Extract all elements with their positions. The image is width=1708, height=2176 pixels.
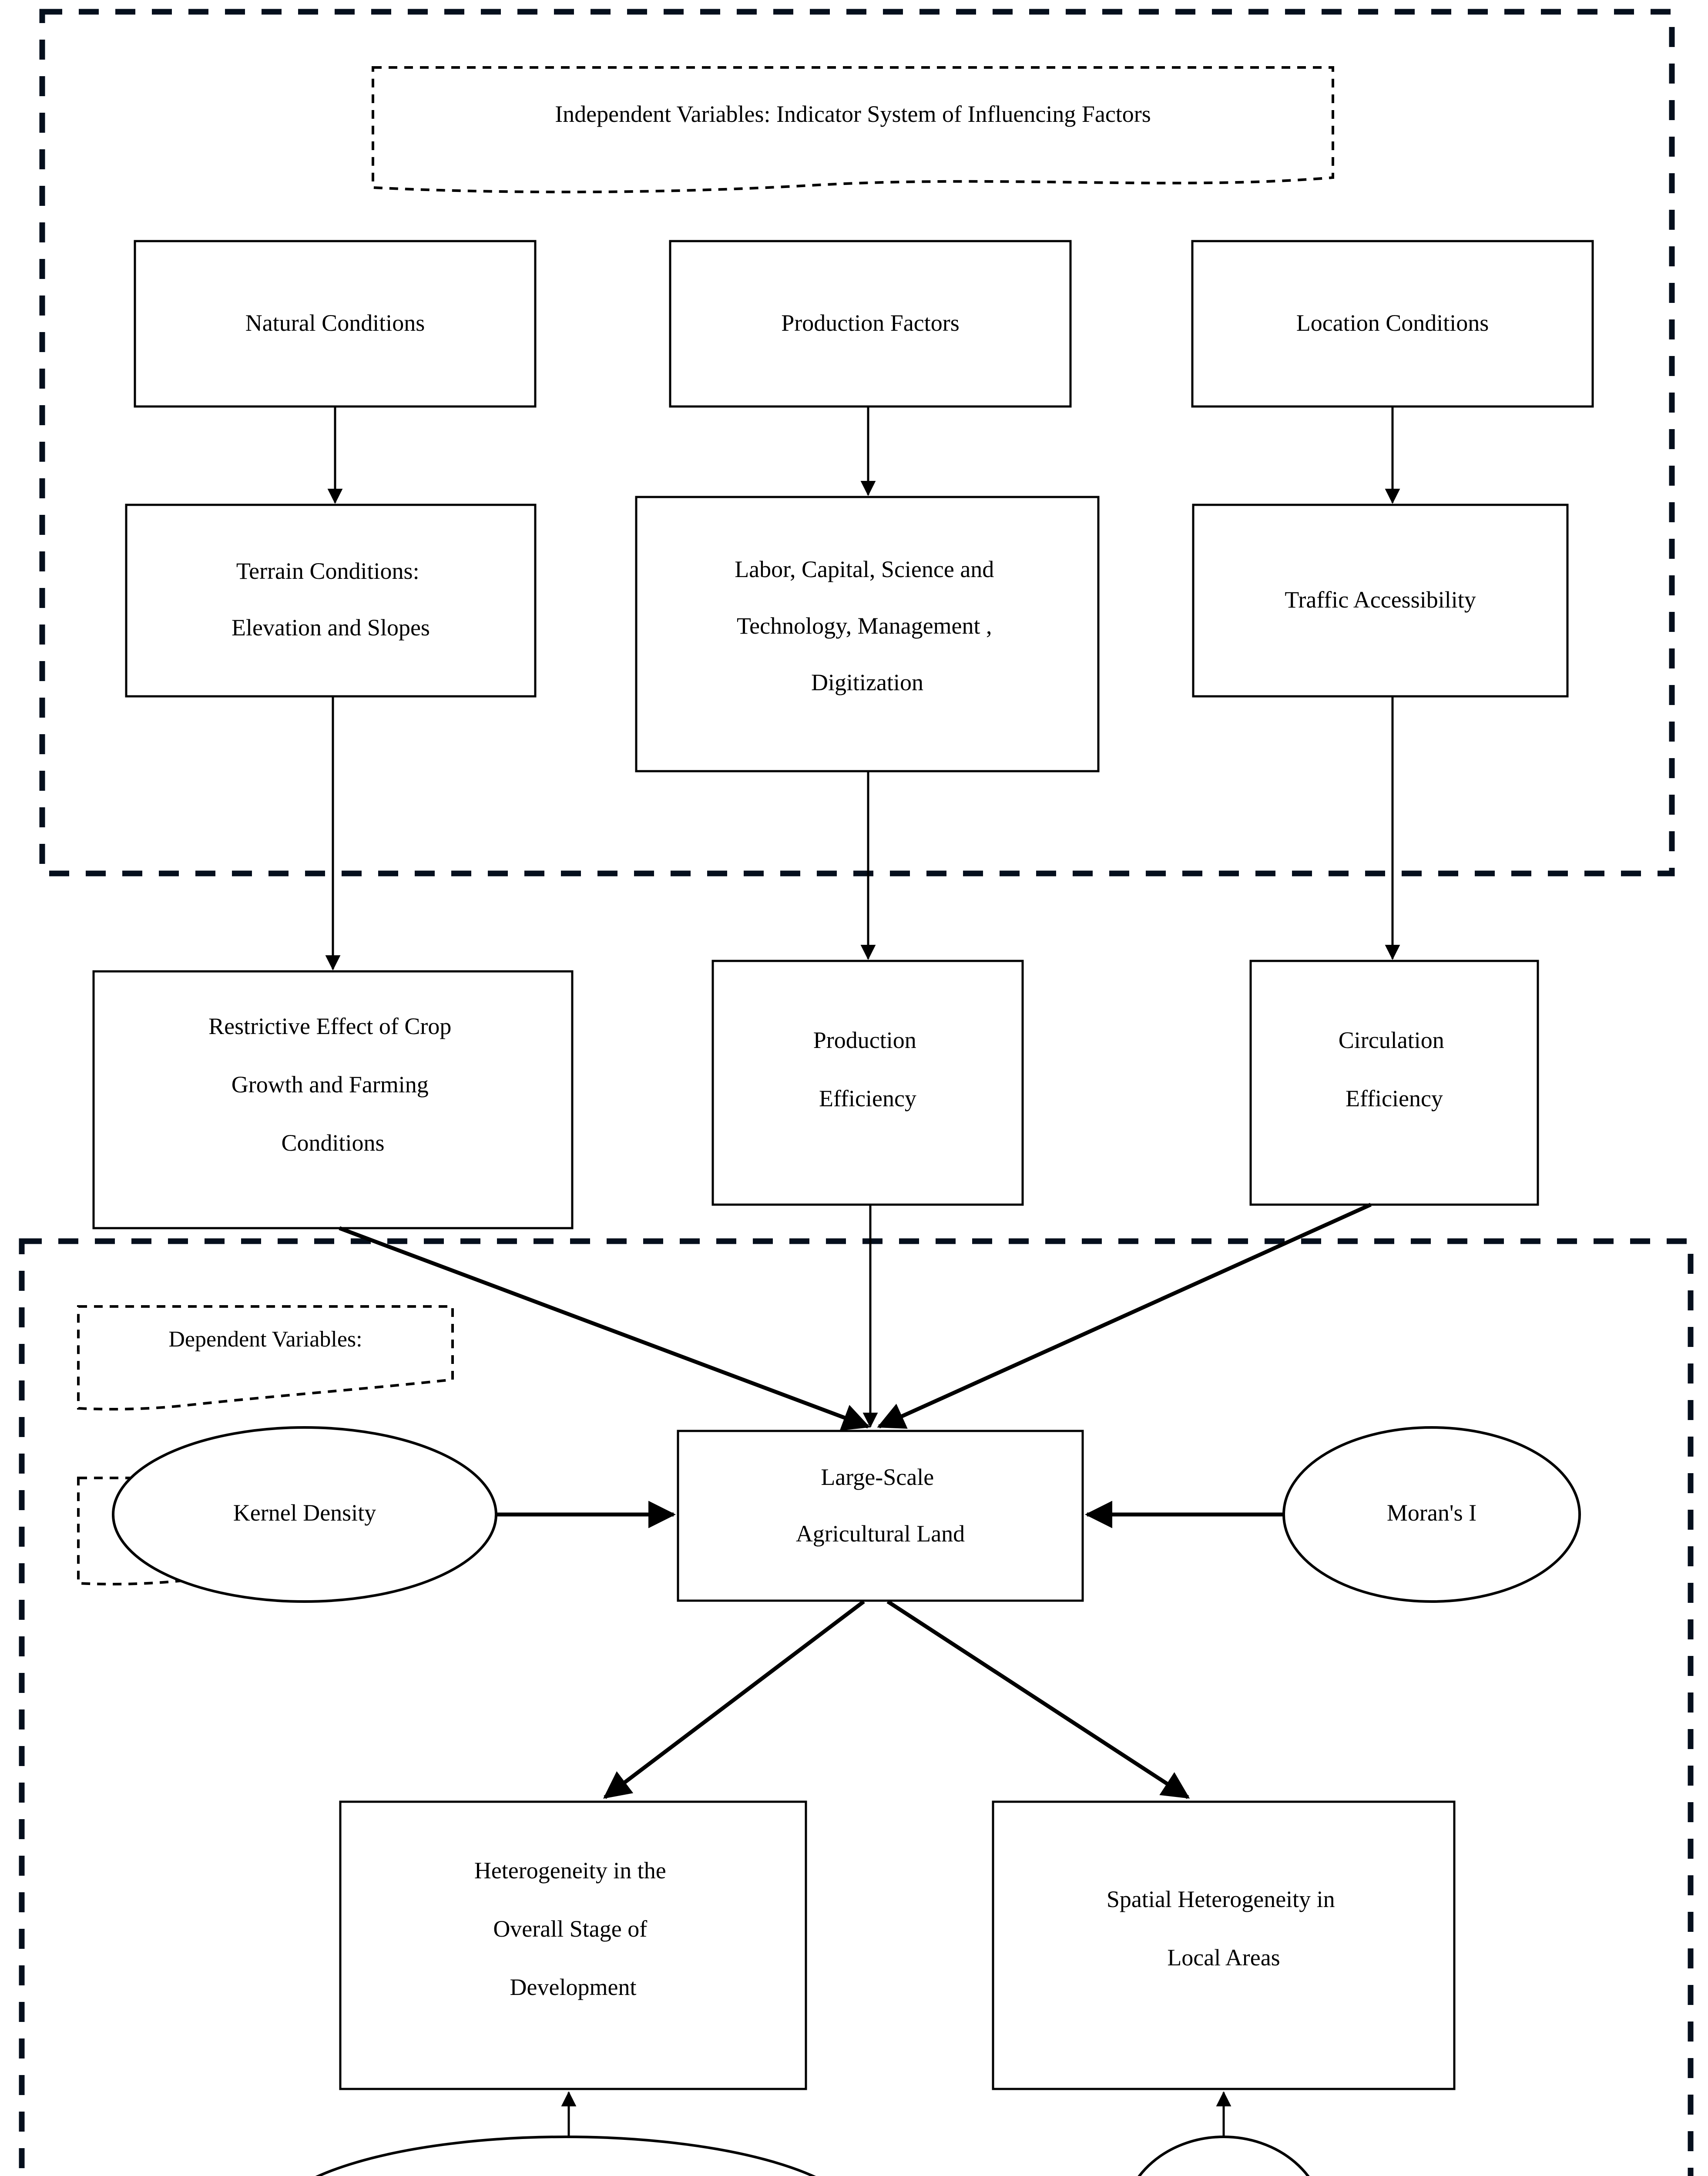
- dependent-variables-panel: [19, 1238, 1694, 2176]
- terrain-conditions-label: Terrain Conditions: Elevation and Slopes: [232, 558, 430, 641]
- production-inputs-label: Labor, Capital, Science and Technology, …: [735, 556, 1000, 695]
- node-circulation-efficiency[interactable]: [1249, 960, 1539, 1206]
- traffic-accessibility-label: Traffic Accessibility: [1285, 587, 1476, 613]
- node-terrain-conditions[interactable]: [125, 504, 537, 698]
- morans-i-label: Moran's I: [1387, 1500, 1476, 1526]
- node-gwr[interactable]: [1123, 2136, 1325, 2176]
- node-location-conditions[interactable]: [1191, 240, 1594, 408]
- edge-circeff-to-center: [877, 1202, 1372, 1429]
- node-geographical-detector[interactable]: [270, 2136, 862, 2176]
- location-conditions-label: Location Conditions: [1296, 310, 1489, 336]
- production-factors-label: Production Factors: [781, 310, 959, 336]
- node-morans-i[interactable]: [1282, 1426, 1581, 1603]
- restrictive-effect-label: Restrictive Effect of Crop Growth and Fa…: [208, 1013, 457, 1156]
- large-scale-agricultural-land-label: Large-Scale Agricultural Land: [796, 1464, 965, 1547]
- dependent-variables-label-shape: [77, 1305, 454, 1410]
- edge-center-to-local: [886, 1600, 1190, 1799]
- circulation-efficiency-label: Circulation Efficiency: [1339, 1027, 1450, 1112]
- banner-text: Independent Variables: Indicator System …: [555, 101, 1151, 127]
- production-efficiency-label: Production Efficiency: [813, 1027, 923, 1112]
- overall-stage-heterogeneity-label: Heterogeneity in the Overall Stage of De…: [474, 1857, 672, 2000]
- independent-variables-panel: [39, 9, 1675, 876]
- natural-conditions-label: Natural Conditions: [245, 310, 425, 336]
- banner-label: Independent Variables: Indicator System …: [555, 101, 1151, 127]
- node-large-scale-agricultural-land[interactable]: [677, 1430, 1084, 1602]
- edge-restrictive-to-center: [339, 1226, 870, 1431]
- node-kernel-density[interactable]: [112, 1426, 497, 1603]
- node-local-areas-heterogeneity[interactable]: [992, 1800, 1456, 2090]
- local-areas-heterogeneity-label: Spatial Heterogeneity in Local Areas: [1107, 1886, 1341, 1971]
- edge-center-to-overall: [603, 1600, 865, 1799]
- kernel-density-label: Kernel Density: [233, 1500, 376, 1526]
- banner-shape: [372, 66, 1334, 194]
- node-production-factors[interactable]: [669, 240, 1072, 408]
- node-overall-stage-heterogeneity[interactable]: [339, 1800, 807, 2090]
- node-traffic-accessibility[interactable]: [1192, 504, 1569, 698]
- node-restrictive-effect[interactable]: [92, 970, 574, 1229]
- node-production-inputs[interactable]: [635, 496, 1100, 772]
- node-natural-conditions[interactable]: [134, 240, 537, 408]
- node-production-efficiency[interactable]: [711, 960, 1024, 1206]
- dependent-variables-label: Dependent Variables:: [168, 1327, 362, 1352]
